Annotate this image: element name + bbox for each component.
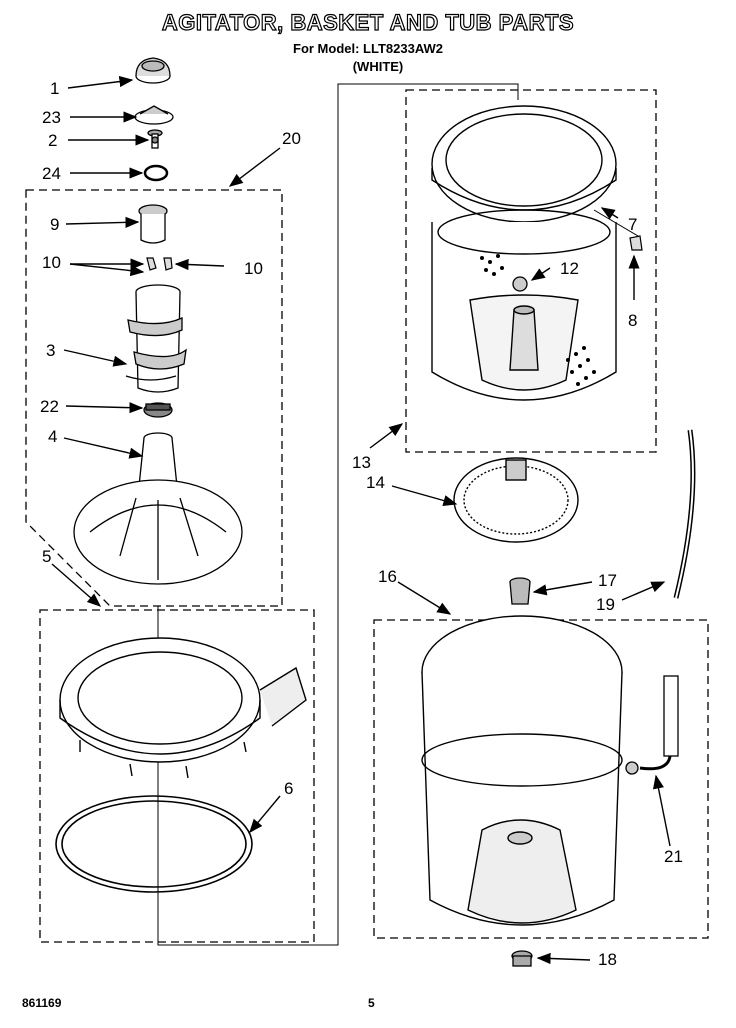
agitator-group-box — [25, 189, 283, 607]
diagram-title: AGITATOR, BASKET AND TUB PARTS — [161, 9, 575, 35]
callout-14: 14 — [366, 473, 385, 492]
auger-part — [125, 284, 187, 393]
callout-9: 9 — [50, 215, 59, 234]
basket-group-box — [405, 89, 657, 453]
agitator-base-part — [73, 432, 243, 585]
callout-22: 22 — [40, 397, 59, 416]
tub-gasket-part — [55, 795, 253, 893]
callout-23: 23 — [42, 108, 61, 127]
callout-7: 7 — [628, 215, 637, 234]
drain-plug-part — [511, 950, 533, 967]
callout-1: 1 — [50, 79, 59, 98]
callout-20: 20 — [282, 129, 301, 148]
basket-nut-part — [512, 276, 528, 292]
callout-13: 13 — [352, 453, 371, 472]
callout-3: 3 — [46, 341, 55, 360]
basket-part — [431, 105, 617, 401]
callout-5: 5 — [42, 547, 51, 566]
connector-line — [157, 83, 519, 946]
seal-ring-part — [143, 164, 169, 182]
color-line: (WHITE) — [352, 59, 404, 74]
callout-12: 12 — [560, 259, 579, 278]
agitator-cap-part — [135, 57, 171, 84]
callout-17: 17 — [598, 571, 617, 590]
callout-19: 19 — [596, 595, 615, 614]
basket-clip-part — [629, 235, 643, 251]
model-line: For Model: LLT8233AW2 — [293, 41, 443, 56]
pressure-hose-part — [625, 675, 679, 775]
callout-10-left: 10 — [42, 253, 61, 272]
drive-coupling-part — [143, 402, 173, 418]
tub-ring-part — [59, 637, 307, 779]
callout-2: 2 — [48, 131, 57, 150]
callout-16: 16 — [378, 567, 397, 586]
outer-tub-part — [421, 615, 623, 926]
footer-code: 861169 — [22, 996, 62, 1010]
callout-18: 18 — [598, 950, 617, 969]
basket-holes — [480, 254, 596, 386]
agitator-bolt-part — [147, 129, 163, 149]
agitator-dogs-part — [146, 257, 173, 271]
callout-21: 21 — [664, 847, 683, 866]
callout-24: 24 — [42, 164, 61, 183]
cap-retainer-part — [134, 105, 174, 125]
tub-ring-group-box — [39, 609, 315, 943]
tub-seal-part — [509, 577, 531, 605]
callout-8: 8 — [628, 311, 637, 330]
callout-4: 4 — [48, 427, 57, 446]
agitator-cam-part — [138, 204, 168, 244]
drive-block-part — [453, 457, 579, 543]
callout-6: 6 — [284, 779, 293, 798]
footer-page: 5 — [368, 996, 375, 1010]
outer-tub-group-box — [373, 619, 709, 939]
callout-10-right: 10 — [244, 259, 263, 278]
